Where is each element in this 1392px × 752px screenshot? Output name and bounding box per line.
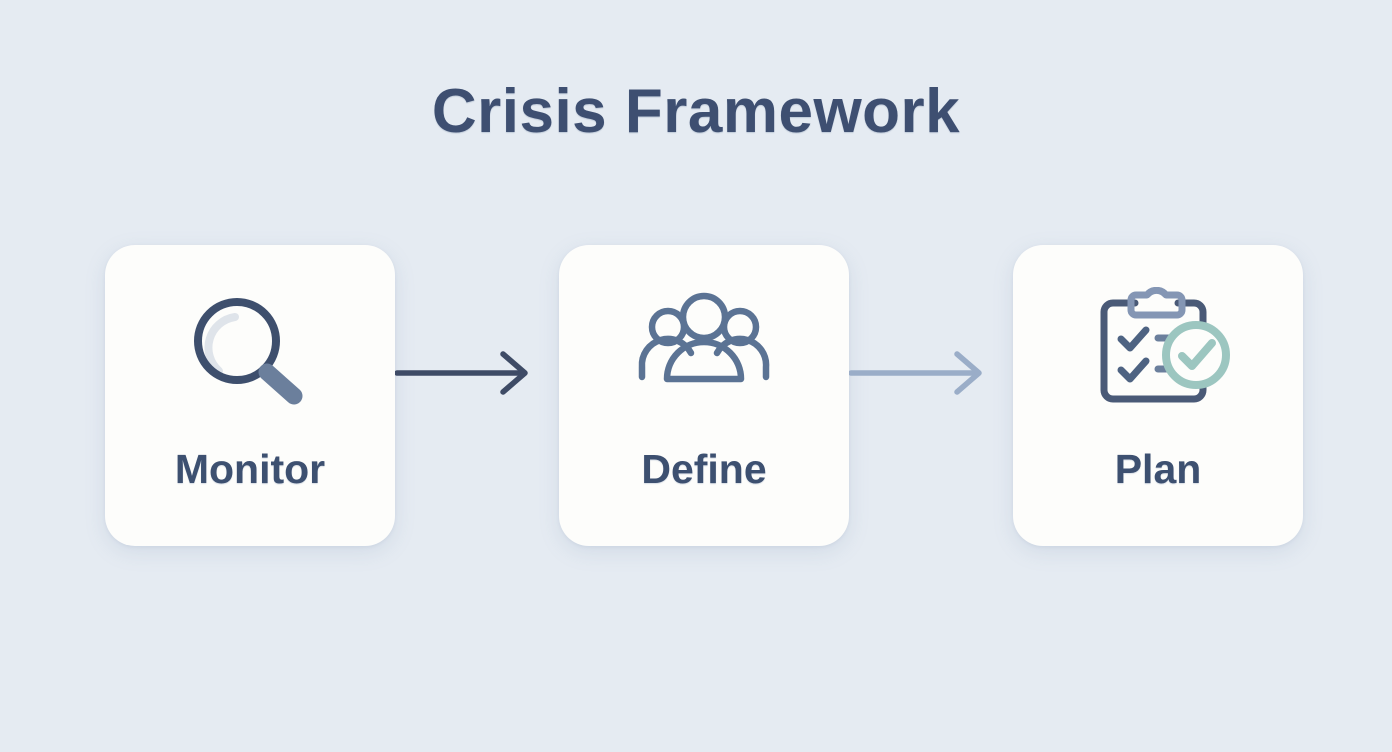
step-label-define: Define	[641, 446, 767, 492]
step-label-monitor: Monitor	[174, 446, 326, 492]
arrow-right-icon-1	[394, 350, 543, 402]
clipboard-check-icon	[1078, 287, 1238, 407]
step-card-plan[interactable]: Plan	[1013, 245, 1303, 546]
people-group-icon	[624, 287, 784, 407]
page-title: Crisis Framework	[431, 77, 961, 146]
step-card-monitor[interactable]: Monitor	[105, 245, 395, 546]
process-flow: Monitor	[0, 245, 1392, 550]
arrow-right-icon-2	[848, 350, 997, 402]
step-card-define[interactable]: Define	[559, 245, 849, 546]
step-label-plan: Plan	[1114, 446, 1202, 492]
magnifying-glass-icon	[170, 287, 330, 407]
